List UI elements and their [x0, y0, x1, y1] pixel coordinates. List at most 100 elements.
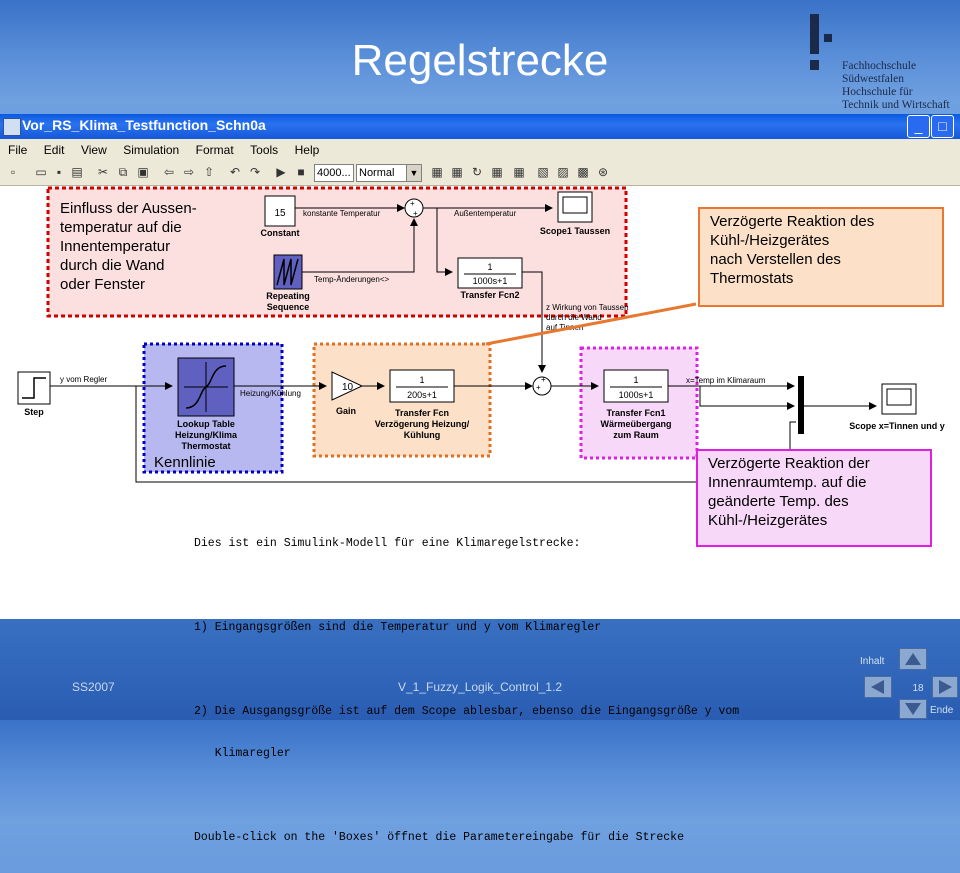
y-signal-label: y vom Regler — [60, 375, 107, 384]
svg-text:+: + — [413, 209, 418, 218]
svg-text:+: + — [541, 375, 546, 384]
tf1-label-1: Transfer Fcn1 — [606, 408, 665, 418]
simulink-window: Vor_RS_Klima_Testfunction_Schn0a _ □ Fil… — [0, 114, 960, 844]
room-signal-label: x=Temp im Klimaraum — [686, 376, 766, 385]
grid-icon[interactable]: ▦ — [491, 165, 503, 179]
nav-home-button[interactable] — [899, 648, 927, 670]
tf1-label-2: Wärmeübergang — [600, 419, 671, 429]
undo-icon[interactable]: ↶ — [229, 165, 241, 179]
temp-changes-label: Temp-Änderungen<> — [314, 275, 389, 284]
triangle-right-icon — [939, 680, 952, 694]
menu-format[interactable]: Format — [195, 143, 234, 157]
tf1-denominator: 1000s+1 — [619, 390, 654, 400]
debug-icon[interactable]: ▩ — [577, 165, 589, 179]
menu-bar: File Edit View Simulation Format Tools H… — [0, 139, 960, 162]
outside-signal-label: Außentemperatur — [454, 209, 517, 218]
outside-influence-callout: Einfluss der Aussen- temperatur auf die … — [60, 200, 197, 293]
save-icon[interactable]: ▪ — [56, 165, 62, 179]
stop-icon[interactable]: ■ — [297, 165, 305, 179]
maximize-button[interactable]: □ — [931, 115, 954, 138]
nav-next-button[interactable] — [932, 676, 958, 698]
up-arrow-icon[interactable]: ⇧ — [203, 165, 215, 179]
tf-denominator: 200s+1 — [407, 390, 437, 400]
constant-label: Constant — [261, 228, 300, 238]
constant-value: 15 — [274, 208, 286, 219]
tf2-denominator: 1000s+1 — [473, 276, 508, 286]
transfer-fcn1-block[interactable] — [603, 369, 669, 403]
wall-signal-2: durch die Wand — [546, 313, 602, 322]
nav-inhalt-label: Inhalt — [860, 656, 885, 667]
cut-icon[interactable]: ✂ — [97, 165, 109, 179]
gain-value: 10 — [342, 382, 354, 393]
target-icon[interactable]: ⊛ — [597, 165, 609, 179]
constant-signal-label: konstante Temperatur — [303, 209, 381, 218]
grid2-icon[interactable]: ▦ — [513, 165, 525, 179]
scope1-label: Scope1 Taussen — [540, 226, 610, 236]
minimize-button[interactable]: _ — [907, 115, 930, 138]
build-icon[interactable]: ▦ — [431, 165, 443, 179]
model-canvas: 15 Constant konstante Temperatur ++ Auße… — [17, 186, 945, 483]
outside-influence-box — [46, 186, 628, 318]
print-icon[interactable]: ▤ — [71, 165, 83, 179]
kennlinie-label: Kennlinie — [154, 454, 216, 471]
triangle-up-icon — [905, 653, 921, 665]
open-folder-icon[interactable]: ▭ — [35, 165, 47, 179]
paste-icon[interactable]: ▣ — [137, 165, 149, 179]
menu-help[interactable]: Help — [294, 143, 320, 157]
sim-mode-select[interactable]: Normal ▼ — [356, 164, 422, 182]
triangle-left-icon — [871, 680, 884, 694]
menu-view[interactable]: View — [80, 143, 107, 157]
menu-edit[interactable]: Edit — [43, 143, 65, 157]
sim-mode-value: Normal — [359, 167, 395, 179]
wall-signal-1: z Wirkung von Taussen — [546, 303, 629, 312]
back-arrow-icon[interactable]: ⇦ — [163, 165, 175, 179]
lookup-label-1: Lookup Table — [177, 419, 235, 429]
menu-tools[interactable]: Tools — [250, 143, 279, 157]
chevron-down-icon[interactable]: ▼ — [406, 165, 421, 181]
room-delay-callout: Verzögerte Reaktion der Innenraumtemp. a… — [696, 449, 932, 547]
library-icon[interactable]: ▧ — [537, 165, 549, 179]
lookup-label-3: Thermostat — [181, 441, 230, 451]
tf-label-3: Kühlung — [404, 430, 441, 440]
toolbar: ▫ ▭ ▪ ▤ ✂ ⧉ ▣ ⇦ ⇨ ⇧ ↶ ↷ ▶ ■ 4000... Norm… — [0, 161, 960, 186]
constant-block[interactable] — [264, 195, 296, 227]
update-icon[interactable]: ▦ — [451, 165, 463, 179]
tf-numerator: 1 — [419, 375, 424, 385]
step-label: Step — [24, 407, 44, 417]
model-explorer-icon[interactable]: ▨ — [557, 165, 569, 179]
nav-prev-button[interactable] — [864, 676, 892, 698]
new-file-icon[interactable]: ▫ — [10, 165, 16, 179]
tf2-label: Transfer Fcn2 — [460, 290, 519, 300]
forward-arrow-icon[interactable]: ⇨ — [183, 165, 195, 179]
window-title: Vor_RS_Klima_Testfunction_Schn0a — [22, 117, 266, 133]
run-icon[interactable]: ▶ — [276, 165, 286, 179]
nav-ende-label: Ende — [930, 705, 954, 716]
repeating-label-2: Sequence — [267, 302, 310, 312]
nav-end-button[interactable] — [899, 699, 927, 719]
tf-label-2: Verzögerung Heizung/ — [375, 419, 470, 429]
page-number: 18 — [912, 683, 924, 694]
tf-label-1: Transfer Fcn — [395, 408, 449, 418]
refresh-icon[interactable]: ↻ — [471, 165, 483, 179]
menu-simulation[interactable]: Simulation — [123, 143, 180, 157]
window-titlebar[interactable]: Vor_RS_Klima_Testfunction_Schn0a _ □ — [0, 114, 960, 139]
transfer-fcn2-block[interactable] — [457, 257, 523, 289]
scope-label: Scope x=Tinnen und y — [849, 421, 945, 431]
tf2-numerator: 1 — [487, 262, 492, 272]
heating-delay-callout: Verzögerte Reaktion des Kühl-/Heizgeräte… — [698, 207, 944, 307]
tf1-numerator: 1 — [633, 375, 638, 385]
menu-file[interactable]: File — [8, 143, 28, 157]
stop-time-field[interactable]: 4000... — [314, 164, 354, 182]
copy-icon[interactable]: ⧉ — [118, 165, 128, 179]
gain-label: Gain — [336, 406, 356, 416]
gain-block[interactable] — [331, 371, 364, 401]
repeating-label-1: Repeating — [266, 291, 310, 301]
transfer-fcn-block[interactable] — [389, 369, 455, 403]
mux-block[interactable] — [798, 376, 804, 434]
redo-icon[interactable]: ↷ — [249, 165, 261, 179]
fh-logo-icon — [810, 14, 832, 70]
svg-text:+: + — [536, 383, 541, 392]
svg-text:+: + — [410, 199, 415, 208]
heating-signal-label: Heizung/Kühlung — [240, 389, 301, 398]
simulink-app-icon — [3, 118, 21, 136]
